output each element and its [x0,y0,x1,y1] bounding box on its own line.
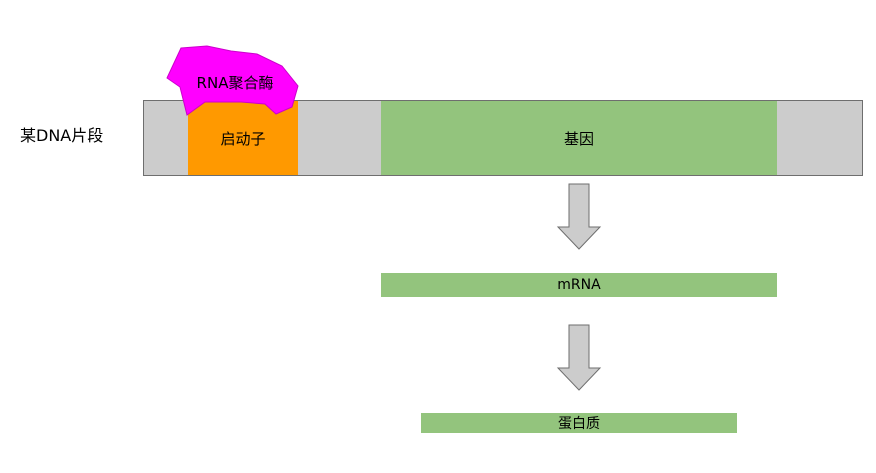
gene-region: 基因 [381,101,777,175]
gene-label: 基因 [563,129,594,148]
down-arrow-icon [556,324,602,391]
rna-polymerase-blob [166,45,299,116]
mrna-bar: mRNA [381,273,777,297]
down-arrow-icon [556,183,602,250]
promoter-region: 启动子 [188,101,298,175]
protein-label: 蛋白质 [558,416,600,432]
rna-polymerase-shape [166,45,299,116]
mrna-label: mRNA [557,277,601,293]
promoter-label: 启动子 [220,129,266,148]
protein-bar: 蛋白质 [421,413,737,433]
dna-segment-label: 某DNA片段 [20,126,104,145]
rna-polymerase-label: RNA聚合酶 [196,74,274,92]
